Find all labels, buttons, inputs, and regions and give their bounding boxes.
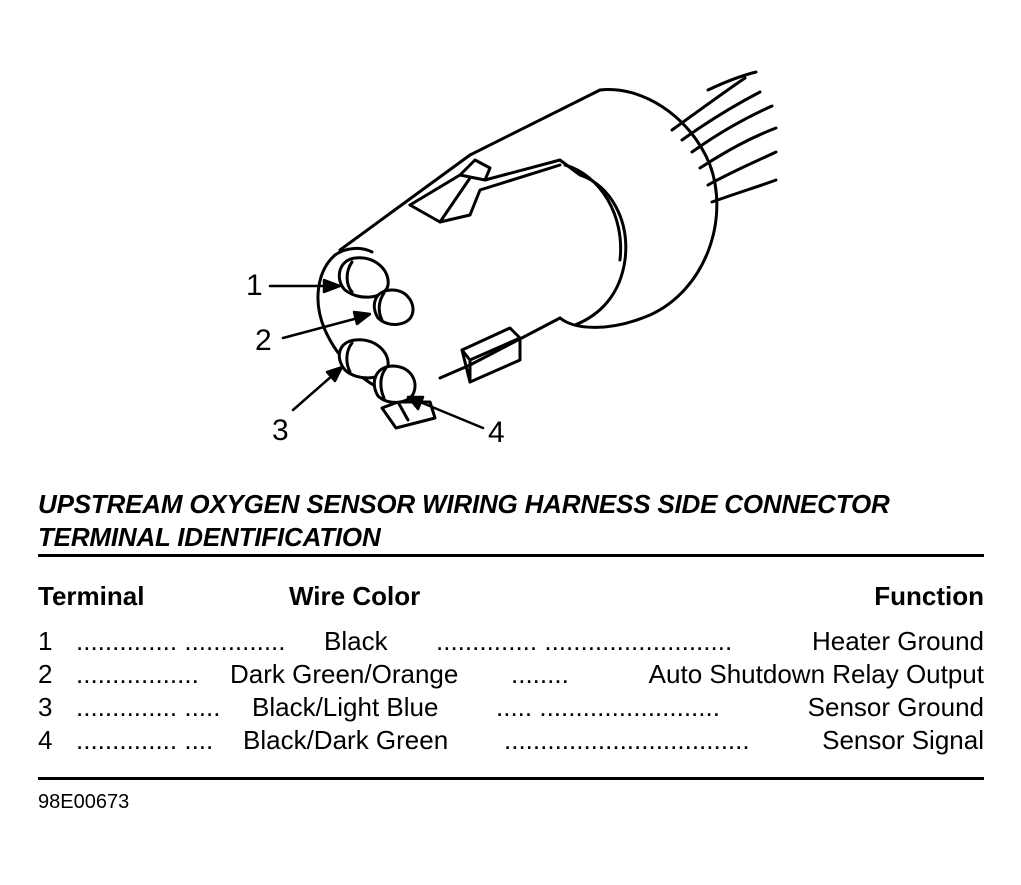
- terminal-function: Auto Shutdown Relay Output: [648, 659, 984, 689]
- wire-bundle: [670, 70, 778, 204]
- callout-3: 3: [272, 414, 289, 447]
- table-bottom-rule: [38, 777, 984, 780]
- leader-dots: ..... .........................: [496, 692, 720, 722]
- header-wire-color: Wire Color: [289, 581, 421, 611]
- leader-dots: ........: [511, 659, 569, 689]
- terminal-number: 3: [38, 692, 53, 722]
- header-terminal: Terminal: [38, 581, 145, 611]
- terminal-number: 1: [38, 626, 53, 656]
- table-row: 1 .............. .............. Black ..…: [38, 625, 984, 658]
- leader-dots: .............. ..............: [76, 626, 286, 656]
- header-function: Function: [874, 581, 984, 611]
- table-row: 3 .............. ..... Black/Light Blue …: [38, 691, 984, 724]
- wire-color: Black: [324, 626, 388, 656]
- terminal-number: 2: [38, 659, 53, 689]
- table-row: 4 .............. .... Black/Dark Green .…: [38, 724, 984, 757]
- diagram-title: UPSTREAM OXYGEN SENSOR WIRING HARNESS SI…: [38, 488, 998, 554]
- terminal-function: Heater Ground: [812, 626, 984, 656]
- callout-2: 2: [255, 324, 272, 357]
- connector-illustration: [268, 70, 778, 430]
- terminal-pins: [337, 256, 417, 404]
- leader-dots: .............. .........................…: [436, 626, 733, 656]
- callout-leaders: [268, 278, 485, 430]
- callout-4: 4: [488, 416, 505, 449]
- connector-body: [316, 87, 719, 430]
- terminal-function: Sensor Signal: [822, 725, 984, 755]
- terminal-function: Sensor Ground: [807, 692, 984, 722]
- figure-id: 98E00673: [38, 791, 130, 813]
- table-row: 2 ................. Dark Green/Orange ..…: [38, 658, 984, 691]
- leader-dots: .............. .....: [76, 692, 221, 722]
- terminal-number: 4: [38, 725, 53, 755]
- leader-dots: .............. ....: [76, 725, 214, 755]
- table-top-rule: [38, 554, 984, 557]
- wire-color: Black/Light Blue: [252, 692, 439, 722]
- pin-2: [372, 288, 415, 326]
- title-line-2: TERMINAL IDENTIFICATION: [38, 522, 381, 552]
- leader-dots: .................: [76, 659, 199, 689]
- title-line-1: UPSTREAM OXYGEN SENSOR WIRING HARNESS SI…: [38, 489, 890, 519]
- leader-dots: ..................................: [504, 725, 750, 755]
- callout-1: 1: [246, 269, 263, 302]
- wire-color: Black/Dark Green: [243, 725, 449, 755]
- wire-color: Dark Green/Orange: [230, 659, 459, 689]
